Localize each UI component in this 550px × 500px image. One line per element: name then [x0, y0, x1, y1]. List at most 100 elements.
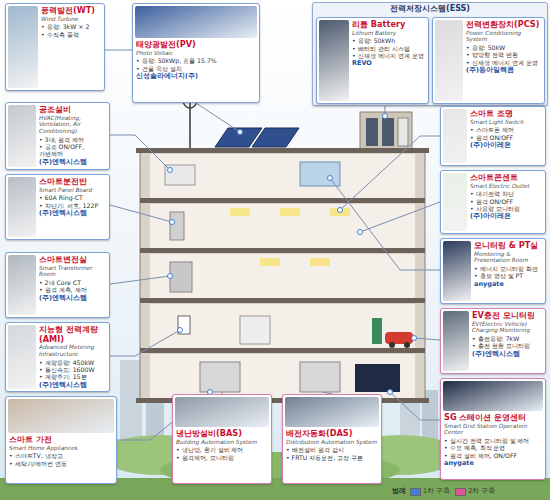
- text-area: 리튬 BatteryLithium Battery• 용량: 50kWh• 배터…: [352, 20, 426, 101]
- company-name: (주)아이레온: [470, 213, 543, 221]
- leader-line: [414, 338, 440, 340]
- smart-light: [280, 208, 300, 216]
- panel-title: 리튬 Battery: [352, 20, 426, 30]
- spec-bullet: • 2대 Core CT: [39, 279, 107, 286]
- car-wheel: [404, 342, 410, 348]
- panel-subtitle: HVAC(Heating, Ventilation, Air Condition…: [39, 115, 107, 135]
- text-area: 스마트 가전Smart Home Appliances• 스마트TV, 냉장고•…: [9, 435, 113, 481]
- spec-bullet: • 충전 현황 모니터링: [472, 342, 543, 349]
- monitoring-screen: [300, 162, 340, 186]
- spec-bullet: • 신재생 에너지 연계 운영: [352, 52, 426, 59]
- battery-rack: [382, 118, 394, 146]
- spec-bullet: • 원격 설비 제어, ON/OFF: [444, 452, 542, 459]
- smart-light: [330, 208, 350, 216]
- equipment-photo: [443, 109, 467, 163]
- legend-swatch: [410, 488, 421, 496]
- panel-title: 배전자동화(DAS): [286, 429, 378, 439]
- battery-rack: [366, 118, 378, 146]
- equipment-photo: [443, 311, 469, 371]
- leader-line: [110, 276, 170, 284]
- spec-bullet: • 스마트폰 제어: [470, 126, 543, 133]
- equipment-panel: 공조설비HVAC(Heating, Ventilation, Air Condi…: [5, 102, 110, 170]
- spec-bullet: • 통신속도: 1600W: [39, 366, 107, 373]
- equipment-photo: [8, 399, 114, 433]
- leader-line: [330, 178, 440, 270]
- equipment-photo: [8, 6, 38, 88]
- rooftop-ess-room: [360, 112, 412, 152]
- spec-bullet: • 공조 ON/OFF, 가변제어: [39, 143, 107, 158]
- smart-light: [260, 258, 280, 266]
- leader-dot: [178, 328, 183, 333]
- equipment-photo: [443, 173, 467, 231]
- floor-slab: [140, 348, 425, 353]
- leader-dot: [388, 390, 393, 395]
- system-group: 전력저장시스템(ESS) 리튬 BatteryLithium Battery• 용…: [312, 2, 548, 106]
- leader-dot: [358, 230, 363, 235]
- floor-interior: [150, 354, 415, 398]
- equipment-photo: [435, 20, 463, 101]
- text-area: 태양광발전(PV)Photo Voltaic• 용량: 50kWp, 효율 15…: [136, 40, 256, 100]
- panel-subtitle: Distribution Automation System: [286, 439, 378, 446]
- equipment-panel: 태양광발전(PV)Photo Voltaic• 용량: 50kWp, 효율 15…: [132, 3, 260, 103]
- equipment-panel: 지능형 전력계량(AMI)Advanced Metering Infrastru…: [5, 322, 110, 392]
- text-area: 전력저장시스템(ESS): [316, 4, 544, 16]
- pcs-cabinet: [398, 118, 408, 146]
- spec-bullet: • 원격 계측, 제어: [39, 286, 107, 293]
- text-area: 전력변환장치(PCS)Power Conditioning System• 용량…: [466, 20, 542, 101]
- spec-bullet: • 사용량 모니터링: [470, 205, 543, 212]
- panel-subtitle: Smart Panel Board: [39, 187, 107, 194]
- equipment-panel: 리튬 BatteryLithium Battery• 용량: 50kWh• 배터…: [316, 17, 429, 104]
- text-area: 모니터링 & PT실Monitoring & Presentation Room…: [474, 241, 543, 301]
- panel-subtitle: Smart Home Appliances: [9, 445, 113, 452]
- panel-title: 풍력발전(WT): [41, 6, 102, 16]
- equipment-photo: [8, 255, 36, 315]
- leader-line: [110, 135, 170, 170]
- company-name: (주)아이레온: [470, 142, 543, 150]
- leader-line: [360, 202, 440, 232]
- spec-bullet: • 충전용량: 7kW: [472, 335, 543, 342]
- panel-subtitle: Smart Light Switch: [470, 119, 543, 126]
- panel-title: 스마트변전실: [39, 255, 107, 265]
- equipment-panel: 스마트콘센트Smart Electric Outlet• 대기전력 차단• 원격…: [440, 170, 546, 234]
- equipment-panel: 스마트변전실Smart Transformer Room• 2대 Core CT…: [5, 252, 110, 318]
- spec-bullet: • FRTU 자동운전, 고장 구분: [286, 454, 378, 461]
- leader-dot: [383, 114, 388, 119]
- equipment-photo: [285, 397, 379, 427]
- appliance: [240, 316, 270, 344]
- equipment-panel: 풍력발전(WT)Wind Turbine• 용량: 3kW × 2• 수직축 풍…: [5, 3, 105, 91]
- equipment-panel: 배전자동화(DAS)Distribution Automation System…: [282, 394, 382, 484]
- smart-light: [230, 208, 250, 216]
- equipment-photo: [8, 325, 36, 389]
- spec-bullet: • 배터리 관리 시스템: [352, 45, 426, 52]
- equipment-panel: 전력변환장치(PCS)Power Conditioning System• 용량…: [432, 17, 545, 104]
- legend-text: 2차 구축: [468, 487, 495, 496]
- text-area: 스마트 조명Smart Light Switch• 스마트폰 제어• 원격 ON…: [470, 109, 543, 163]
- ev-charger: [372, 318, 382, 344]
- operation-center-screen: [355, 364, 400, 392]
- spec-bullet: • 계량용량: 450kW: [39, 359, 107, 366]
- spec-bullet: • 원격 ON/OFF: [470, 134, 543, 141]
- panel-subtitle: Smart Electric Outlet: [470, 183, 543, 190]
- equipment-photo: [8, 105, 36, 167]
- text-area: 배전자동화(DAS)Distribution Automation System…: [286, 429, 378, 481]
- floor-slab: [140, 198, 425, 203]
- company-name: (주)엔텍시스템: [39, 159, 107, 167]
- legend-swatch: [455, 488, 466, 496]
- company-name: (주)엔텍시스템: [39, 295, 107, 303]
- spec-bullet: • 차단기: 서호, 122P: [39, 202, 107, 209]
- company-name: (주)엔텍시스템: [472, 351, 543, 359]
- company-name: 신성솔라에너지(주): [136, 73, 256, 81]
- hvac-unit: [165, 165, 195, 185]
- bas-equipment: [200, 362, 240, 392]
- equipment-photo: [175, 397, 269, 427]
- spec-bullet: • 수요 예측, 최적 운영: [444, 444, 542, 451]
- text-area: EV충전 모니터링EV(Electric Vehicle) Charging M…: [472, 311, 543, 371]
- leader-dot: [168, 168, 173, 173]
- leader-dot: [338, 208, 343, 213]
- spec-bullet: • 신재생 에너지 연계 운영: [466, 59, 542, 66]
- panel-title: 전력변환장치(PCS): [466, 20, 542, 30]
- spec-bullet: • 원격제어, 모니터링: [176, 454, 268, 461]
- panel-subtitle: Wind Turbine: [41, 16, 102, 23]
- floor-interior: [150, 304, 415, 348]
- building-body: [140, 150, 425, 402]
